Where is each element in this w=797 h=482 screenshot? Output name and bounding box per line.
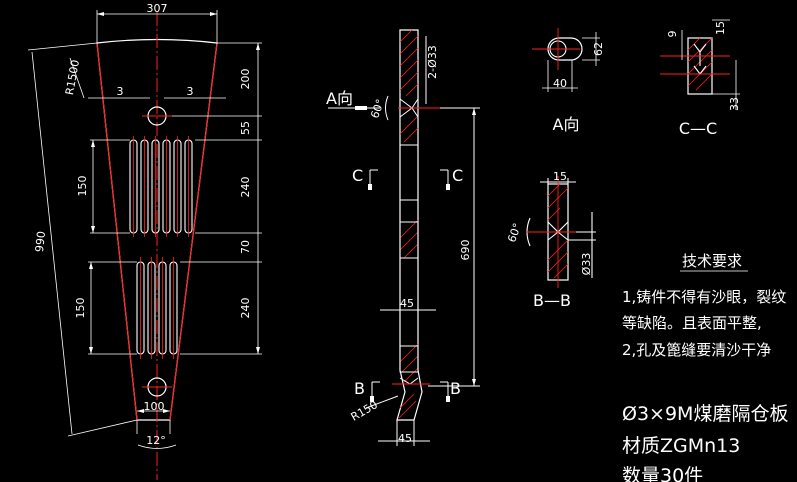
dim-9: 9	[666, 31, 679, 38]
dim-55: 55	[239, 121, 252, 135]
title-block: Ø3×9M煤磨隔仓板 材质ZGMn13 数量30件	[622, 403, 788, 482]
part-material: 材质ZGMn13	[622, 435, 740, 457]
dim-15: 15	[714, 21, 727, 35]
section-c-left: C	[352, 166, 363, 185]
section-b-left: B	[354, 379, 365, 398]
part-name: Ø3×9M煤磨隔仓板	[622, 403, 788, 425]
upper-slots	[129, 139, 193, 234]
dim-150-lower: 150	[74, 298, 87, 319]
dim-40: 40	[553, 77, 567, 90]
plate-front-view: 307 R1500 3 3 200 55 240 70 240 150 150 …	[27, 2, 262, 480]
plate-side-view: A向 60° 2-Ø33 C C 690 45 B B R150 45	[326, 29, 480, 446]
dim-690: 690	[459, 240, 472, 261]
detail-b-hole: Ø33	[580, 253, 593, 276]
dim-angle-12: 12°	[146, 434, 166, 447]
dim-b-15: 15	[553, 170, 567, 183]
dim-62: 62	[592, 42, 605, 56]
countersink-angle: 60°	[368, 97, 387, 120]
detail-c-title: C—C	[679, 119, 717, 138]
detail-a-title: A向	[553, 115, 580, 134]
notes-line-3: 2,孔及篦缝要清沙干净	[622, 341, 771, 359]
notes-heading: 技术要求	[682, 252, 742, 270]
detail-b-angle: 60°	[505, 221, 524, 244]
part-quantity: 数量30件	[622, 465, 703, 482]
view-a-label: A向	[326, 89, 353, 108]
dim-150-upper: 150	[76, 176, 89, 197]
hole-spec: 2-Ø33	[426, 45, 439, 79]
dim-990: 990	[33, 231, 48, 253]
notes-line-1: 1,铸件不得有沙眼，裂纹	[622, 288, 786, 306]
dim-70: 70	[239, 240, 252, 254]
section-c-right: C	[452, 166, 463, 185]
technical-notes: 技术要求 1,铸件不得有沙眼，裂纹 等缺陷。且表面平整, 2,孔及篦缝要清沙干净	[622, 252, 786, 359]
detail-c-view: 9 15 33 C—C	[660, 19, 741, 138]
dim-gap-right: 3	[187, 85, 194, 98]
dim-33: 33	[728, 97, 741, 111]
dim-gap-left: 3	[117, 85, 124, 98]
dim-top-width: 307	[147, 2, 168, 15]
detail-b-view: 15 60° Ø33 B—B	[505, 170, 596, 310]
dim-radius-1500: R1500	[63, 59, 82, 96]
dim-bottom-width: 100	[144, 400, 165, 413]
detail-a-view: 62 40 A向	[532, 28, 605, 134]
notes-line-2: 等缺陷。且表面平整,	[622, 314, 762, 332]
dim-200: 200	[239, 69, 252, 90]
dim-240-lower: 240	[239, 298, 252, 319]
dim-240-upper: 240	[239, 177, 252, 198]
dim-45-bottom: 45	[398, 432, 412, 445]
detail-b-title: B—B	[533, 291, 571, 310]
section-b-right: B	[450, 379, 461, 398]
radius-150: R150	[349, 398, 380, 424]
dim-45-mid: 45	[400, 297, 414, 310]
